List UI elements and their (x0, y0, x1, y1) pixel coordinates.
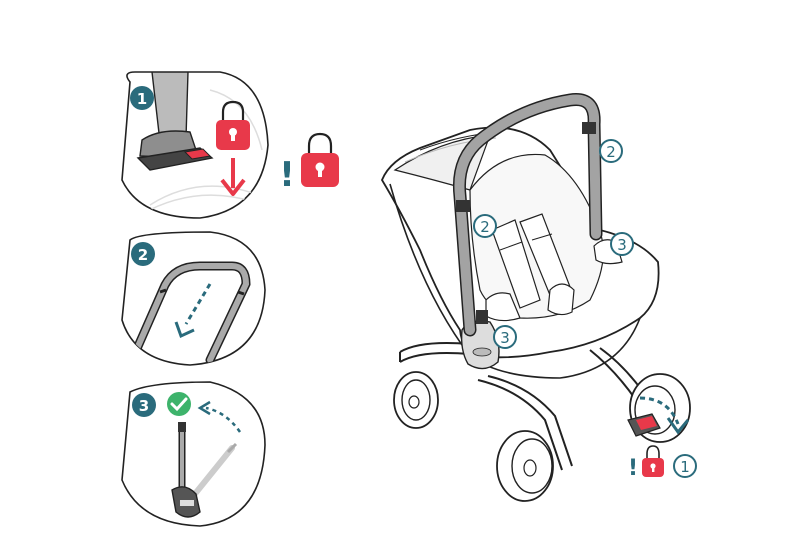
callout-handle-left: 2 (474, 215, 496, 237)
brake-warning-callout: ! 1 (628, 446, 696, 481)
step-1-panel: 1 (122, 72, 275, 218)
callout-button-left: 3 (494, 326, 516, 348)
harness-buckle (548, 284, 574, 315)
svg-text:2: 2 (606, 143, 616, 161)
warning-lock-icon: ! (279, 134, 339, 195)
step-3-panel: 3 (122, 382, 265, 526)
step-2-panel: 2 (122, 232, 265, 365)
svg-text:1: 1 (680, 458, 690, 476)
warning-mark: ! (279, 155, 295, 195)
small-padlock-icon (642, 446, 664, 477)
svg-text:2: 2 (480, 218, 490, 236)
step-2-number: 2 (138, 246, 148, 264)
step-1-number: 1 (137, 90, 147, 108)
check-icon (167, 392, 191, 416)
step-3-number: 3 (139, 397, 149, 415)
stroller-illustration (382, 100, 690, 502)
front-wheel (497, 431, 553, 501)
callout-button-right: 3 (611, 233, 633, 255)
callout-handle-right: 2 (600, 140, 622, 162)
svg-text:3: 3 (617, 236, 627, 254)
brake-warning-mark: ! (628, 456, 638, 481)
svg-text:3: 3 (500, 329, 510, 347)
rear-wheel (394, 372, 438, 428)
